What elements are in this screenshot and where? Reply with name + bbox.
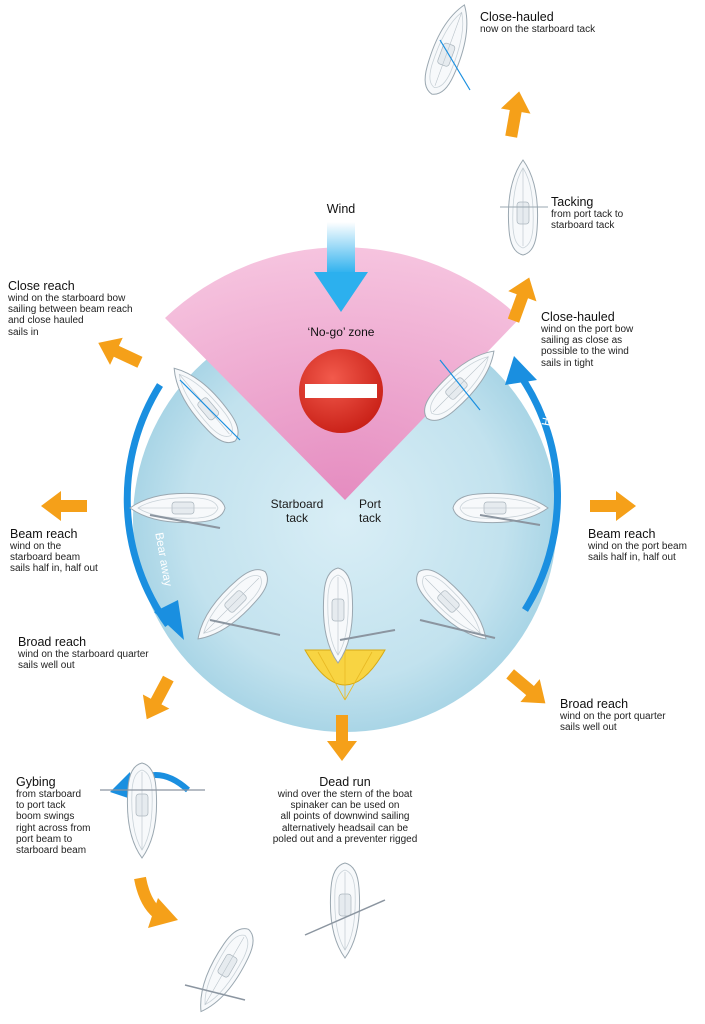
label-tacking: Tacking from port tack to starboard tack (551, 195, 623, 231)
boat-icon (100, 0, 549, 1020)
label-dead-run: Dead run wind over the stern of the boat… (240, 775, 450, 845)
label-title: Close-hauled (480, 10, 554, 24)
label-title: Beam reach (10, 527, 78, 541)
label-title: Close-hauled (541, 310, 615, 324)
label-gybing: Gybing from starboard to port tack boom … (16, 775, 90, 856)
head-up-label: Head up (540, 382, 559, 427)
wind-arrow-icon (314, 222, 368, 312)
label-title: Broad reach (560, 697, 629, 711)
head-up-arrow-icon (505, 356, 561, 612)
label-title: Broad reach (18, 635, 87, 649)
label-desc: wind on the port beam sails half in, hal… (588, 541, 687, 564)
bear-away-arrow-icon (123, 383, 184, 640)
label-beam-reach-port: Beam reach wind on the port beam sails h… (588, 527, 687, 563)
label-title: Close reach (8, 279, 75, 293)
label-desc: wind on the port bow sailing as close as… (541, 324, 634, 369)
label-desc: wind on the starboard bow sailing betwee… (8, 293, 133, 338)
label-broad-reach-starboard: Broad reach wind on the starboard quarte… (18, 635, 149, 671)
label-desc: wind over the stern of the boat spinaker… (272, 789, 418, 845)
label-broad-reach-port: Broad reach wind on the port quarter sai… (560, 697, 666, 733)
label-desc: wind on the port quarter sails well out (560, 711, 666, 734)
label-title: Tacking (551, 195, 594, 209)
label-close-reach: Close reach wind on the starboard bow sa… (8, 279, 133, 338)
label-desc: now on the starboard tack (480, 24, 596, 35)
label-title: Beam reach (588, 527, 656, 541)
no-entry-icon (299, 349, 383, 433)
label-title: Gybing (16, 775, 56, 789)
label-desc: wind on the starboard beam sails half in… (10, 541, 98, 575)
curved-orange-arrow-icon (134, 876, 178, 928)
wind-label: Wind (327, 202, 356, 216)
port-tack-label: Port tack (358, 497, 381, 525)
label-title: Dead run (319, 775, 371, 789)
label-desc: from starboard to port tack boom swings … (16, 789, 91, 856)
label-close-hauled-port: Close-hauled wind on the port bow sailin… (541, 310, 633, 369)
label-desc: from port tack to starboard tack (551, 209, 624, 232)
label-desc: wind on the starboard quarter sails well… (18, 649, 149, 672)
label-beam-reach-starboard: Beam reach wind on the starboard beam sa… (10, 527, 98, 575)
spinnaker (304, 649, 386, 701)
starboard-tack-label: Starboard tack (270, 497, 324, 525)
no-go-zone-label: ‘No-go’ zone (308, 325, 375, 339)
label-close-hauled-starboard: Close-hauled now on the starboard tack (480, 10, 595, 35)
